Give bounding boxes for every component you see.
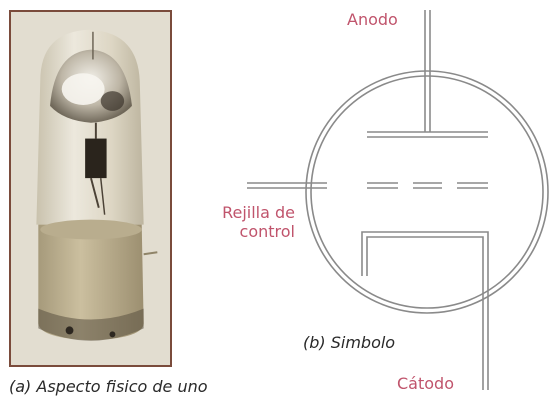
grid-label: Rejilla de control [222, 203, 295, 241]
cathode-label: Cátodo [397, 374, 454, 393]
envelope-outer [305, 70, 549, 314]
cathode [361, 231, 489, 390]
photo-caption: (a) Aspecto fisico de uno [9, 377, 208, 396]
anode-label: Anodo [347, 10, 398, 29]
vacuum-tube-photo [11, 12, 170, 365]
symbol-caption: (b) Simbolo [303, 333, 396, 352]
envelope-inner [310, 75, 544, 309]
photo-frame [9, 10, 172, 367]
